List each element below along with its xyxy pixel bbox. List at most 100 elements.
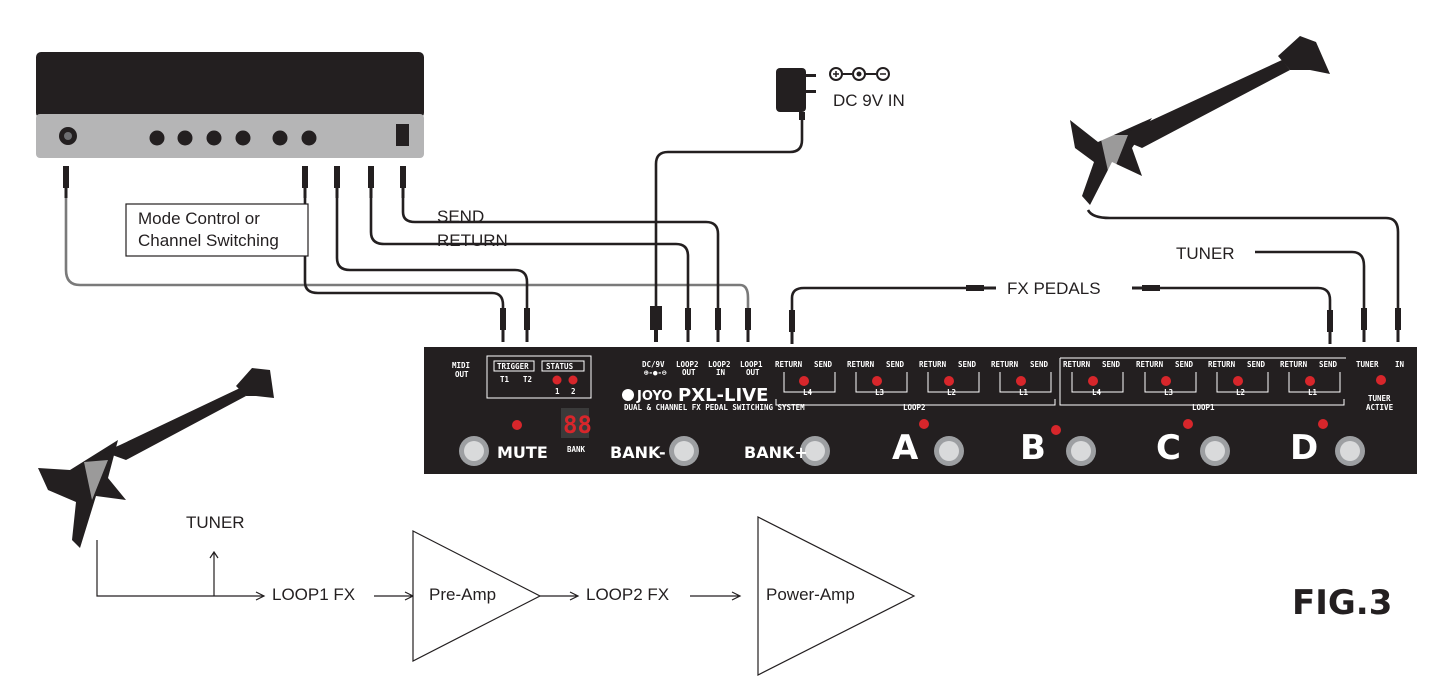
amp-switch [396,124,409,146]
loop2-in-label-2: IN [716,368,726,377]
bank-label: BANK [567,445,586,454]
loop2-group-label: LOOP2 [903,403,926,412]
b-label: B [1020,428,1046,468]
r1-return: RETURN [1280,360,1308,369]
loop1-group: RETURN SEND RETURN SEND RETURN SEND RETU… [1059,357,1346,412]
dc9v-label: DC/9V [642,360,665,369]
r1-send: SEND [1319,360,1338,369]
r2-send: SEND [1247,360,1266,369]
loop1-out-label-2: OUT [746,368,760,377]
bank-display-digits: 88 [563,411,592,439]
flow-tuner-label: TUNER [186,513,245,532]
power-adapter [776,68,816,120]
c-label: C [1156,428,1181,468]
r4-send: SEND [1102,360,1121,369]
amp-knobs [149,130,317,146]
l2-label-a: L2 [947,388,956,397]
tuner-active-label-2: ACTIVE [1366,403,1394,412]
status-led-2 [568,375,578,385]
t2-label: T2 [523,375,532,384]
trigger-status-box [486,355,592,399]
cables [64,118,1400,310]
fx-plugs [966,285,1160,291]
amplifier [36,52,424,158]
tuner-top-label: TUNER [1176,244,1235,263]
svg-text:⊕-●-⊖: ⊕-●-⊖ [644,368,667,377]
bank-plus-label: BANK+ [744,443,808,462]
mode-control-line1: Mode Control or [138,209,260,228]
bank-display [561,408,589,438]
poweramp-triangle [757,516,916,676]
loop2-out-label-2: OUT [682,368,696,377]
d-label: D [1290,428,1318,468]
dc-in-label: DC 9V IN [833,91,905,110]
subtitle-label: DUAL & CHANNEL FX PEDAL SWITCHING SYSTEM [624,403,805,412]
l1-send: SEND [1030,360,1049,369]
l2-label-b: L2 [1236,388,1245,397]
tuner-jack-label: TUNER [1356,360,1379,369]
footswitches [459,436,1365,466]
midi-out-label-1: MIDI [452,361,470,370]
midi-out-label-2: OUT [455,370,469,379]
mode-control-line2: Channel Switching [138,231,279,250]
l1-return: RETURN [991,360,1019,369]
model-label: PXL-LIVE [678,385,768,406]
mute-label: MUTE [497,443,548,462]
brand-label: JOYO [636,389,672,404]
mode-control-box [125,203,309,257]
figure-label: FIG.3 [1292,583,1392,623]
l1-label-a: L1 [1019,388,1029,397]
t1-label: T1 [500,375,510,384]
loop2-out-label-1: LOOP2 [676,360,699,369]
loop1-out-label-1: LOOP1 [740,360,763,369]
l4-send: SEND [814,360,833,369]
status-label: STATUS [546,362,574,371]
mute-led [512,420,522,430]
status-1-label: 1 [555,387,560,396]
amp-plugs [63,166,406,198]
send-label: SEND [437,207,484,226]
loop2-group: RETURN SEND RETURN SEND RETURN SEND RETU… [775,360,1056,412]
return-label: RETURN [437,231,508,250]
tuner-active-led [1376,375,1386,385]
trigger-label: TRIGGER [497,362,529,371]
l4-return: RETURN [775,360,803,369]
tuner-active-label-1: TUNER [1368,394,1391,403]
l3-label-b: L3 [1164,388,1174,397]
flow-preamp-label: Pre-Amp [429,585,496,604]
guitar-bottom-left [38,368,274,548]
preamp-triangle [412,530,542,662]
r4-return: RETURN [1063,360,1091,369]
l1-label-b: L1 [1308,388,1318,397]
guitar-top-right [1070,36,1330,205]
l3-return: RETURN [847,360,875,369]
r2-return: RETURN [1208,360,1236,369]
l3-send: SEND [886,360,905,369]
signal-flow: TUNER LOOP1 FX Pre-Amp LOOP2 FX Power-Am… [96,513,916,676]
r3-return: RETURN [1136,360,1164,369]
polarity-symbol [829,67,890,81]
in-jack-label: IN [1395,360,1405,369]
flow-loop2-label: LOOP2 FX [586,585,669,604]
l3-label-a: L3 [875,388,885,397]
b-led [1051,425,1061,435]
l4-label-a: L4 [803,388,813,397]
c-led [1183,419,1193,429]
joyo-logo-icon [622,389,634,401]
a-label: A [892,428,919,468]
bank-minus-label: BANK- [610,443,666,462]
l4-label-b: L4 [1092,388,1102,397]
r3-send: SEND [1175,360,1194,369]
status-led-1 [552,375,562,385]
flow-loop1-label: LOOP1 FX [272,585,355,604]
pedalboard-plugs [500,306,1401,344]
loop2-in-label-1: LOOP2 [708,360,731,369]
l2-return: RETURN [919,360,947,369]
fx-pedals-label: FX PEDALS [1007,279,1101,298]
status-2-label: 2 [571,387,576,396]
d-led [1318,419,1328,429]
flow-poweramp-label: Power-Amp [766,585,855,604]
l2-send: SEND [958,360,977,369]
pedalboard: MIDI OUT TRIGGER STATUS T1 T2 1 2 DC/9V … [424,347,1417,474]
